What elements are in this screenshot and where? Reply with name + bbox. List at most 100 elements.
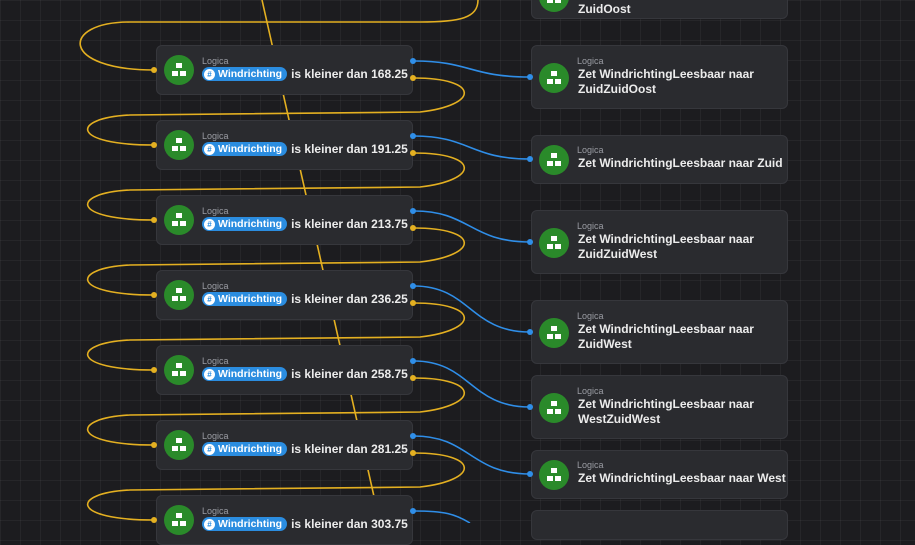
output-port-false[interactable] bbox=[410, 375, 416, 381]
logic-blocks-icon bbox=[539, 460, 569, 490]
variable-pill[interactable]: #Windrichting bbox=[202, 442, 288, 456]
variable-pill[interactable]: #Windrichting bbox=[202, 67, 288, 81]
output-port-false[interactable] bbox=[410, 225, 416, 231]
hash-icon: # bbox=[204, 518, 215, 530]
input-port[interactable] bbox=[527, 404, 533, 410]
node-category: Logica bbox=[577, 221, 604, 231]
node-category: Logica bbox=[202, 356, 229, 366]
true-wire bbox=[413, 135, 531, 160]
true-wire bbox=[413, 435, 531, 475]
output-port-true[interactable] bbox=[410, 58, 416, 64]
true-wire bbox=[413, 285, 531, 333]
output-port-false[interactable] bbox=[410, 450, 416, 456]
false-wire bbox=[79, 0, 479, 71]
logic-blocks-icon bbox=[539, 145, 569, 175]
node-category: Logica bbox=[577, 311, 604, 321]
logic-blocks-icon bbox=[164, 430, 194, 460]
node-category: Logica bbox=[577, 145, 604, 155]
variable-pill[interactable]: #Windrichting bbox=[202, 517, 288, 531]
input-port[interactable] bbox=[151, 142, 157, 148]
output-port-true[interactable] bbox=[410, 283, 416, 289]
input-port[interactable] bbox=[151, 442, 157, 448]
false-wire bbox=[87, 452, 465, 521]
logic-blocks-icon bbox=[164, 205, 194, 235]
false-wire bbox=[87, 377, 465, 446]
true-wire bbox=[413, 60, 531, 78]
action-node[interactable] bbox=[531, 510, 788, 540]
logic-blocks-icon bbox=[539, 318, 569, 348]
output-port-false[interactable] bbox=[410, 150, 416, 156]
logic-blocks-icon bbox=[164, 55, 194, 85]
variable-pill[interactable]: #Windrichting bbox=[202, 217, 288, 231]
hash-icon: # bbox=[204, 293, 215, 305]
action-text: ZuidOost bbox=[578, 2, 631, 16]
output-port-true[interactable] bbox=[410, 358, 416, 364]
false-wire bbox=[87, 227, 465, 296]
input-port[interactable] bbox=[151, 367, 157, 373]
logic-blocks-icon bbox=[164, 280, 194, 310]
action-text: Zet WindrichtingLeesbaar naar Zuid bbox=[578, 156, 783, 170]
false-wire bbox=[87, 77, 465, 146]
node-category: Logica bbox=[577, 56, 604, 66]
output-port-true[interactable] bbox=[410, 208, 416, 214]
action-node[interactable]: Logica Zet WindrichtingLeesbaar naar Wes… bbox=[531, 450, 788, 499]
input-port[interactable] bbox=[151, 517, 157, 523]
variable-pill[interactable]: #Windrichting bbox=[202, 367, 288, 381]
logic-blocks-icon bbox=[539, 63, 569, 93]
input-port[interactable] bbox=[527, 329, 533, 335]
output-port-true[interactable] bbox=[410, 508, 416, 514]
logic-blocks-icon bbox=[164, 355, 194, 385]
action-node[interactable]: ZuidOost bbox=[531, 0, 788, 19]
true-wire bbox=[413, 210, 531, 243]
input-port[interactable] bbox=[151, 292, 157, 298]
input-port[interactable] bbox=[527, 74, 533, 80]
node-category: Logica bbox=[202, 131, 229, 141]
true-wire bbox=[413, 360, 531, 408]
input-port[interactable] bbox=[527, 156, 533, 162]
output-port-true[interactable] bbox=[410, 133, 416, 139]
variable-pill[interactable]: #Windrichting bbox=[202, 292, 288, 306]
false-wire bbox=[87, 152, 465, 221]
input-port[interactable] bbox=[151, 217, 157, 223]
node-category: Logica bbox=[577, 386, 604, 396]
hash-icon: # bbox=[204, 368, 215, 380]
output-port-false[interactable] bbox=[410, 75, 416, 81]
hash-icon: # bbox=[204, 443, 215, 455]
node-category: Logica bbox=[577, 460, 604, 470]
input-port[interactable] bbox=[527, 239, 533, 245]
logic-blocks-icon bbox=[539, 0, 569, 12]
input-port[interactable] bbox=[151, 67, 157, 73]
input-port[interactable] bbox=[527, 471, 533, 477]
output-port-true[interactable] bbox=[410, 433, 416, 439]
action-node[interactable]: Logica Zet WindrichtingLeesbaar naar Zui… bbox=[531, 135, 788, 184]
variable-pill[interactable]: #Windrichting bbox=[202, 142, 288, 156]
hash-icon: # bbox=[204, 143, 215, 155]
hash-icon: # bbox=[204, 218, 215, 230]
logic-blocks-icon bbox=[164, 505, 194, 535]
hash-icon: # bbox=[204, 68, 215, 80]
false-wire bbox=[87, 302, 465, 371]
true-wire bbox=[413, 510, 471, 523]
node-category: Logica bbox=[202, 206, 229, 216]
output-port-false[interactable] bbox=[410, 300, 416, 306]
